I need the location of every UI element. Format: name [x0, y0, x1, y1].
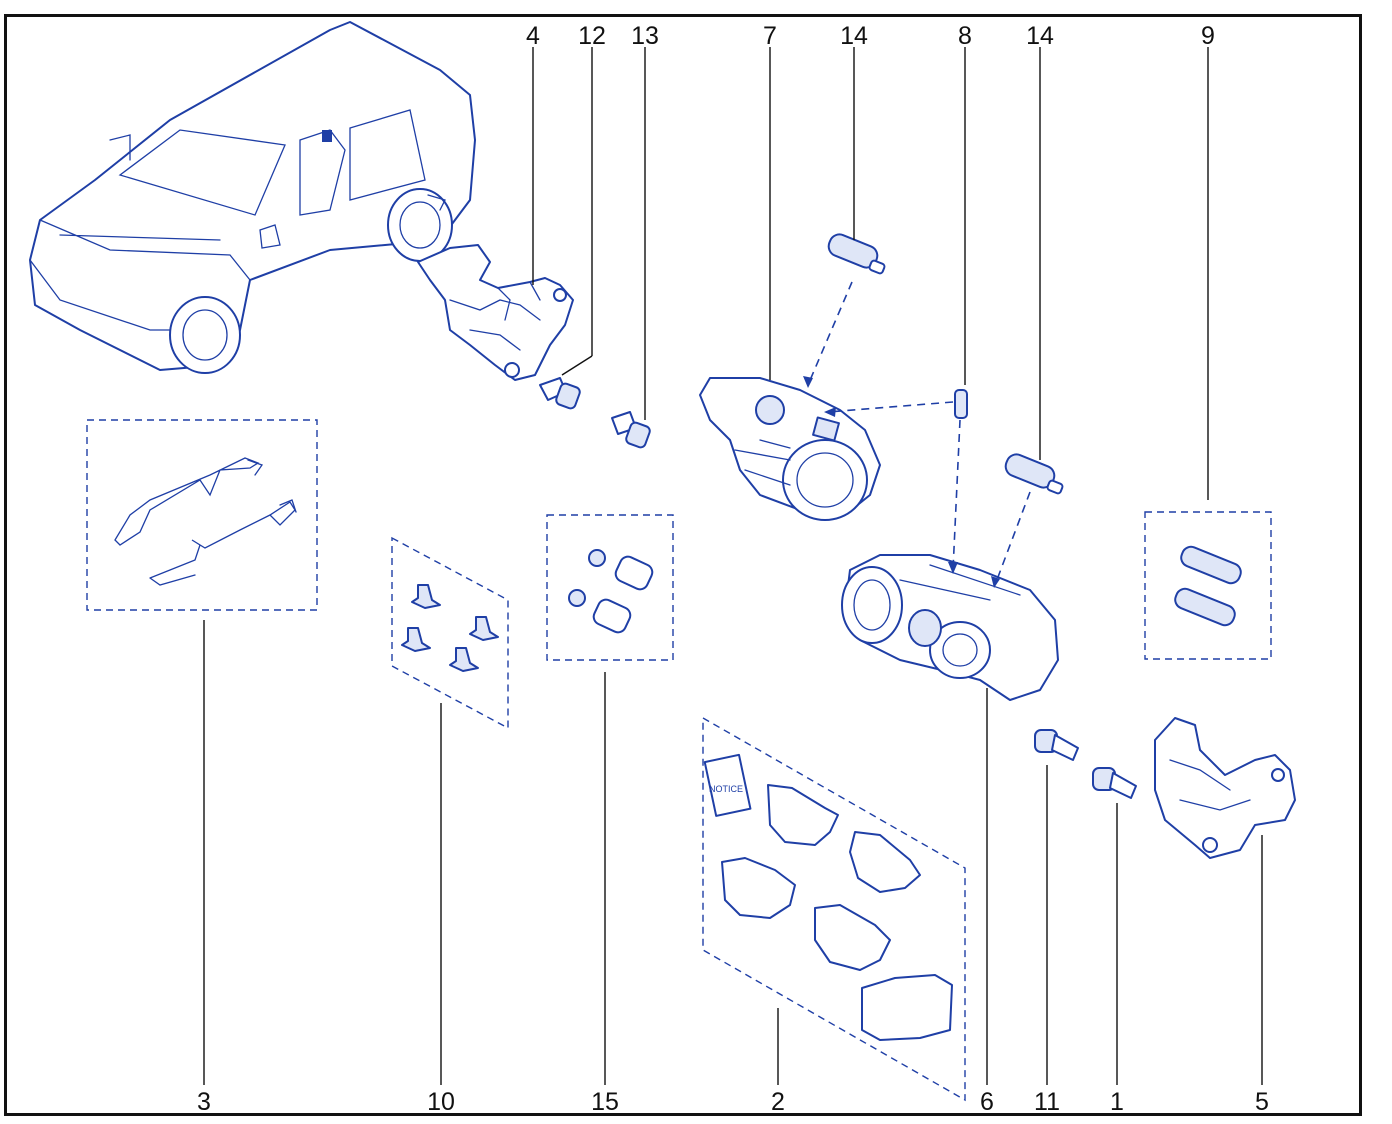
callout-4: 4: [526, 22, 540, 50]
callout-10: 10: [427, 1088, 455, 1116]
caliper-bracket-right: [1154, 717, 1296, 859]
kit-box-9: [1144, 511, 1272, 660]
bleed-screw-8: [954, 389, 968, 419]
kit-box-15: [546, 514, 674, 661]
callout-13: 13: [631, 22, 659, 50]
notice-label: NOTICE: [709, 784, 743, 794]
callout-9: 9: [1201, 22, 1215, 50]
callout-6: 6: [980, 1088, 994, 1116]
callout-3: 3: [197, 1088, 211, 1116]
callout-7: 7: [763, 22, 777, 50]
callout-labels: 4 12 13 7 14 8 14 9 3 10 15 2 6 11 1 5: [197, 22, 1269, 1116]
kit-box-3: [86, 419, 318, 611]
vehicle-illustration: [29, 21, 476, 374]
kit-box-2: NOTICE: [702, 716, 966, 1102]
callout-11: 11: [1034, 1088, 1060, 1116]
callout-1: 1: [1110, 1088, 1124, 1116]
callout-14-lower: 14: [1026, 22, 1054, 50]
bolt-11: [1034, 729, 1079, 761]
callout-15: 15: [591, 1088, 619, 1116]
callout-12: 12: [578, 22, 606, 50]
assembly-arrows: [803, 281, 1031, 588]
bolt-13: [611, 411, 651, 449]
diagram-frame: [4, 14, 1362, 1116]
callout-8: 8: [958, 22, 972, 50]
bolt-12: [539, 377, 581, 410]
callout-2: 2: [771, 1088, 785, 1116]
guide-pin-14-upper: [827, 233, 886, 275]
brake-caliper-6: [841, 554, 1059, 701]
leader-lines: [203, 47, 1263, 1085]
guide-pin-14-lower: [1004, 453, 1064, 495]
caliper-bracket-left: [417, 244, 574, 381]
callout-14-upper: 14: [840, 22, 868, 50]
brake-caliper-7: [699, 377, 881, 521]
callout-5: 5: [1255, 1088, 1269, 1116]
bolt-1: [1092, 767, 1137, 799]
kit-box-10: [391, 536, 509, 730]
